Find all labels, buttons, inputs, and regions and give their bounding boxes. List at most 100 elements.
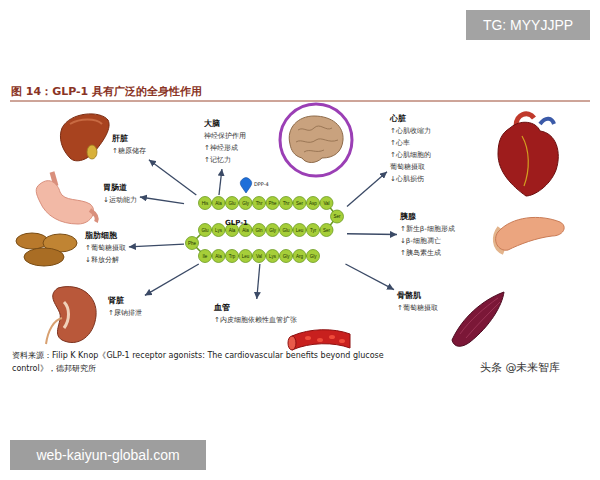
amino-acid-label: Leu bbox=[293, 224, 306, 237]
organ-name: 血管 bbox=[214, 302, 297, 314]
duodenum-shape bbox=[90, 210, 97, 222]
amino-acid-label: His bbox=[199, 197, 212, 210]
amino-acid-circle bbox=[293, 197, 306, 210]
organ-label: 肾脏↑尿钠排泄 bbox=[108, 295, 142, 319]
brain-gyri bbox=[296, 126, 338, 152]
amino-acid-label: Gly bbox=[280, 250, 293, 263]
amino-acid-circle bbox=[239, 197, 252, 210]
amino-acid-circle bbox=[320, 224, 333, 237]
amino-acid-label: Gly bbox=[307, 250, 320, 263]
dpp4-marker bbox=[241, 178, 252, 193]
amino-acid-circle bbox=[280, 250, 293, 263]
amino-acid-circle bbox=[307, 224, 320, 237]
coronary-vessel bbox=[522, 136, 528, 186]
effect-text: ↑心率 bbox=[390, 137, 436, 149]
effect-text: ↑心肌收缩力 bbox=[390, 125, 436, 137]
effect-text: ↓释放分解 bbox=[85, 254, 126, 266]
amino-acid-label: Val bbox=[320, 197, 333, 210]
brain-ring bbox=[280, 104, 352, 176]
effect-text: ↑心肌细胞的 葡萄糖摄取 bbox=[390, 149, 436, 173]
organ-name: 脂肪细胞 bbox=[85, 230, 126, 242]
brain-shape bbox=[289, 116, 343, 163]
amino-acid-circle bbox=[253, 197, 266, 210]
pancreas-illustration bbox=[496, 217, 565, 252]
amino-acid-circle bbox=[226, 250, 239, 263]
organ-label: 脂肪细胞↑葡萄糖摄取↓释放分解 bbox=[85, 230, 126, 266]
effect-text: ↑内皮细胞依赖性血管扩张 bbox=[214, 314, 297, 326]
amino-acid-label: Ala bbox=[239, 224, 252, 237]
amino-acid-circle bbox=[212, 197, 225, 210]
amino-acid-label: Thr bbox=[253, 197, 266, 210]
effect-arrow bbox=[140, 197, 184, 204]
effect-text: ↓心肌损伤 bbox=[390, 173, 436, 185]
pancreas-shape bbox=[496, 217, 565, 250]
stomach-illustration bbox=[36, 172, 97, 224]
liver-highlight bbox=[70, 120, 102, 125]
ureter-line bbox=[46, 318, 62, 344]
amino-acid-label: Tyr bbox=[307, 224, 320, 237]
figure-title: 图 14：GLP-1 具有广泛的全身性作用 bbox=[11, 85, 202, 99]
heart-shape bbox=[498, 122, 558, 196]
amino-acid-circle bbox=[266, 197, 279, 210]
amino-acid-circle bbox=[266, 250, 279, 263]
amino-acid-label: Gly bbox=[239, 197, 252, 210]
blood-cell bbox=[329, 335, 335, 339]
vein-shape bbox=[540, 119, 554, 124]
amino-acid-circle bbox=[293, 250, 306, 263]
peptide-name: GLP-1 bbox=[225, 219, 248, 228]
muscle-illustration bbox=[452, 292, 504, 346]
organ-name: 肾脏 bbox=[108, 295, 142, 307]
muscle-shape bbox=[452, 292, 504, 346]
enzyme-label: DPP-4 bbox=[254, 181, 269, 188]
effect-arrow bbox=[149, 160, 196, 195]
effect-text: ↑记忆力 bbox=[204, 154, 246, 166]
amino-acid-label: Asp bbox=[307, 197, 320, 210]
blood-cell bbox=[317, 338, 323, 342]
amino-acid-label: Ala bbox=[212, 197, 225, 210]
amino-acid-circle bbox=[253, 250, 266, 263]
effect-arrow bbox=[345, 264, 394, 290]
amino-acid-label: Ala bbox=[226, 224, 239, 237]
effect-text: ↑葡萄糖摄取 bbox=[85, 242, 126, 254]
effect-arrow bbox=[219, 169, 222, 195]
organ-label: 大脑神经保护作用↑神经形成↑记忆力 bbox=[204, 118, 246, 166]
renal-pelvis bbox=[64, 302, 69, 328]
organ-name: 心脏 bbox=[390, 113, 436, 125]
amino-acid-circle bbox=[239, 250, 252, 263]
amino-acid-circle bbox=[199, 197, 212, 210]
blood-cell bbox=[305, 336, 311, 340]
effect-arrow bbox=[347, 172, 387, 207]
stomach-shape bbox=[36, 181, 93, 224]
brain-illustration bbox=[280, 104, 352, 176]
amino-acid-label: Lys bbox=[212, 224, 225, 237]
effect-text: ↑胰岛素生成 bbox=[400, 247, 455, 259]
amino-acid-circle bbox=[307, 250, 320, 263]
amino-acid-label: Phe bbox=[266, 197, 279, 210]
amino-acid-circle bbox=[212, 250, 225, 263]
amino-acid-label: Gly bbox=[266, 224, 279, 237]
amino-acid-label: Thr bbox=[280, 197, 293, 210]
effect-text: 神经保护作用 bbox=[204, 130, 246, 142]
amino-acid-label: Ser bbox=[331, 210, 344, 223]
amino-acid-circle bbox=[199, 250, 212, 263]
amino-acid-circle bbox=[293, 224, 306, 237]
amino-acid-circle bbox=[280, 197, 293, 210]
chain-backbone bbox=[192, 203, 337, 256]
effect-text: ↓β-细胞凋亡 bbox=[400, 235, 455, 247]
watermark: web-kaiyun-global.com bbox=[10, 440, 206, 470]
amino-acid-circle bbox=[320, 197, 333, 210]
organ-label: 肝脏↑糖原储存 bbox=[112, 133, 146, 157]
amino-acid-label: Ala bbox=[212, 250, 225, 263]
amino-acid-label: Arg bbox=[293, 250, 306, 263]
organ-name: 胃肠道 bbox=[103, 182, 137, 194]
liver-illustration bbox=[60, 114, 109, 161]
amino-acid-label: Glu bbox=[226, 197, 239, 210]
fat-cell-shape bbox=[24, 248, 64, 266]
organ-name: 大脑 bbox=[204, 118, 246, 130]
amino-acid-label: Phe bbox=[186, 237, 199, 250]
effect-text: ↑神经形成 bbox=[204, 142, 246, 154]
liver-shape bbox=[60, 114, 109, 161]
amino-acid-label: Leu bbox=[239, 250, 252, 263]
effect-arrow bbox=[257, 264, 260, 299]
amino-acid-label: Glu bbox=[199, 224, 212, 237]
